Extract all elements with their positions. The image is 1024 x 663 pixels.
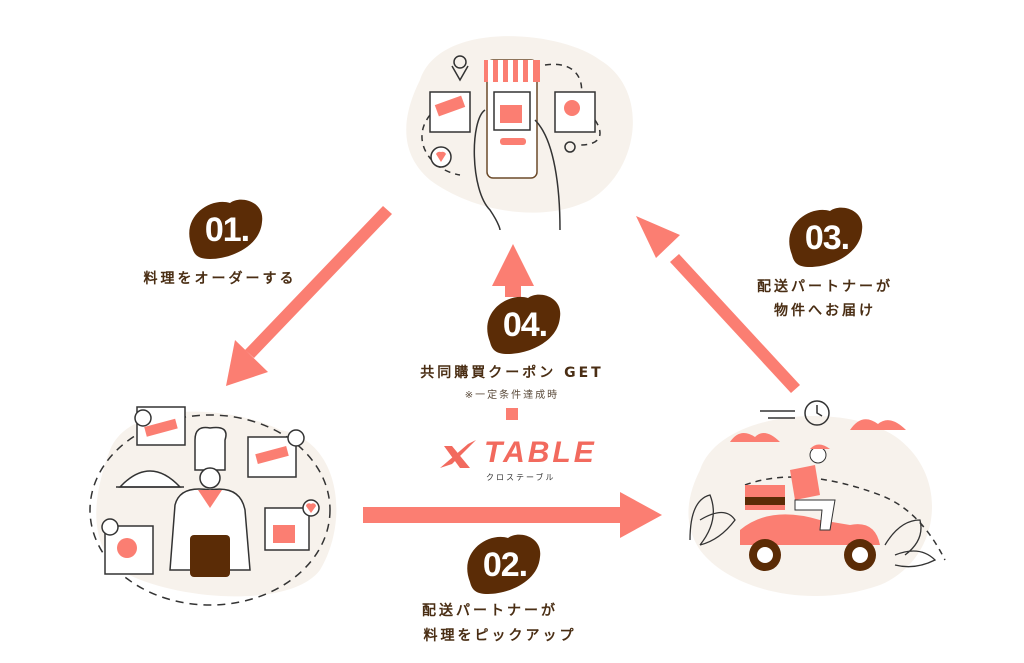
arrow-step-03 (636, 216, 800, 393)
step-02-caption-line-1: 配送パートナーが (422, 603, 558, 619)
step-03-number: 03. (804, 218, 850, 257)
logo-wordmark: TABLE (484, 436, 597, 469)
xtable-logo: TABLE クロステーブル (438, 436, 608, 486)
step-01-number: 01. (204, 210, 250, 249)
scooter-delivery-icon (689, 400, 946, 571)
step-04-number: 04. (502, 305, 548, 344)
arrow-step-02 (363, 492, 662, 538)
step-03-badge: 03. (780, 205, 870, 271)
arrow-step-04 (492, 244, 534, 420)
step-03-caption-line-2: 物件へお届け (774, 303, 876, 319)
step-01-badge: 01. (180, 197, 270, 263)
step-02-badge: 02. (458, 532, 548, 598)
step-04-badge: 04. (478, 292, 568, 358)
arrow-step-01 (226, 206, 392, 386)
step-04-note: ※一定条件達成時 (464, 390, 560, 401)
step-03-caption-line-1: 配送パートナーが (757, 279, 893, 295)
x-mark-icon (440, 440, 476, 468)
step-01-caption: 料理をオーダーする (143, 271, 297, 287)
logo-connector-square (506, 408, 518, 420)
step-02-number: 02. (482, 545, 528, 584)
step-02-caption-line-2: 料理をピックアップ (423, 628, 577, 644)
logo-kana: クロステーブル (486, 473, 556, 482)
step-04-caption: 共同購買クーポン GET (420, 365, 604, 381)
